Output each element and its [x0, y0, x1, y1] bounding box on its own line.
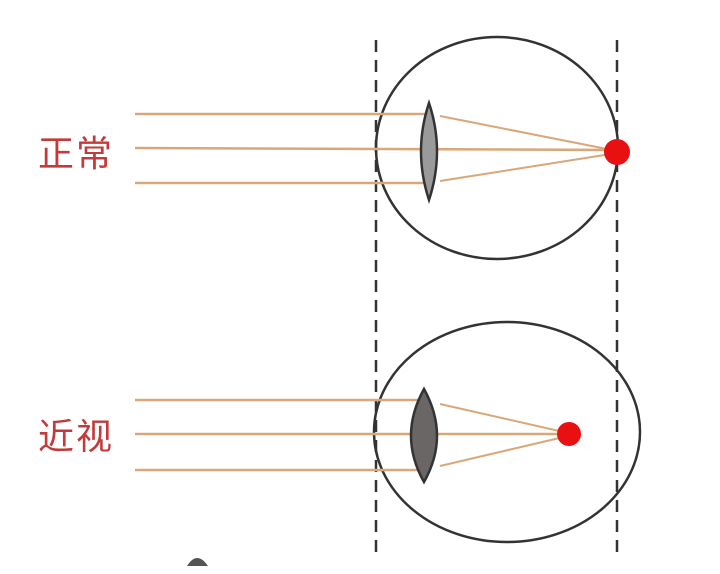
refracted-ray	[439, 115, 618, 152]
normal-label: 正常	[38, 134, 115, 175]
myopia-eye	[135, 320, 642, 544]
myopia-label: 近视	[38, 417, 115, 458]
lens	[409, 386, 439, 485]
focal-point	[604, 139, 630, 165]
light-ray	[134, 146, 618, 152]
lens	[419, 99, 439, 205]
refracted-ray	[439, 403, 569, 434]
refracted-ray	[439, 435, 569, 467]
refracted-ray	[439, 152, 618, 182]
focal-point	[557, 422, 581, 446]
partial-shape	[187, 558, 208, 566]
normal-eye	[134, 35, 630, 261]
eyeball-outline	[372, 320, 642, 544]
